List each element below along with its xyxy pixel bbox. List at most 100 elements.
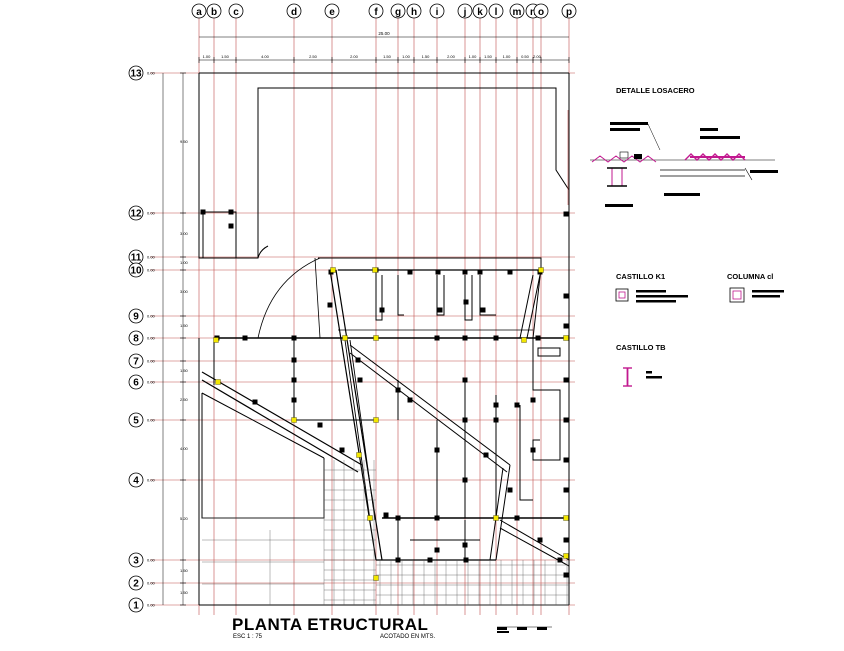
column-post xyxy=(434,547,440,553)
column-post xyxy=(563,417,569,423)
grid-label-a: a xyxy=(196,7,202,18)
column-post xyxy=(395,557,401,563)
grid-label-row-7: 7 xyxy=(133,357,139,368)
grid-label-n: n xyxy=(530,7,536,18)
grid-bubble-g xyxy=(390,3,406,19)
column-post xyxy=(535,335,541,341)
grid-label-h: h xyxy=(411,7,417,18)
grid-label-g: g xyxy=(395,7,401,18)
grid-bubble-row-4 xyxy=(128,472,144,488)
side-dimension: 3.00 xyxy=(180,289,189,294)
column-post xyxy=(557,557,563,563)
grid-bubble-row-12 xyxy=(128,205,144,221)
grid-bubble-b xyxy=(206,3,222,19)
top-dimension: 2.50 xyxy=(309,54,318,59)
column-post xyxy=(563,211,569,217)
grid-bubble-row-1 xyxy=(128,597,144,613)
grid-label-l: l xyxy=(495,7,498,18)
column-node xyxy=(563,553,569,559)
grid-label-o: o xyxy=(538,7,544,18)
column-post xyxy=(434,335,440,341)
grid-bubble-i xyxy=(429,3,445,19)
column-node xyxy=(372,267,378,273)
column-post xyxy=(355,357,361,363)
detalle-losacero xyxy=(567,110,778,207)
column-post xyxy=(339,447,345,453)
column-node xyxy=(342,335,348,341)
column-post xyxy=(563,487,569,493)
grid-label-b: b xyxy=(211,7,217,18)
column-post xyxy=(463,557,469,563)
grid-bubble-f xyxy=(368,3,384,19)
column-post xyxy=(200,209,206,215)
side-dimension: 3.00 xyxy=(180,231,189,236)
column-node xyxy=(538,267,544,273)
graphic-scale-bar xyxy=(497,626,552,633)
grid-label-i: i xyxy=(436,7,439,18)
column-post xyxy=(480,307,486,313)
grid-bubble-row-9 xyxy=(128,308,144,324)
column-post xyxy=(317,422,323,428)
grid-bubble-row-3 xyxy=(128,552,144,568)
column-post xyxy=(477,269,483,275)
grid-bubble-row-10 xyxy=(128,262,144,278)
columna-title: COLUMNA cl xyxy=(727,272,774,281)
side-dimension: 1.50 xyxy=(180,323,189,328)
column-node xyxy=(373,575,379,581)
column-node xyxy=(291,417,297,423)
column-post xyxy=(357,377,363,383)
column-node xyxy=(367,515,373,521)
column-node xyxy=(563,335,569,341)
structural-columns xyxy=(200,209,569,578)
row-level-label: 0.00 xyxy=(147,314,156,319)
column-post xyxy=(537,537,543,543)
row-level-label: 0.00 xyxy=(147,71,156,76)
axis-grid xyxy=(150,18,575,615)
castillo-tb-title: CASTILLO TB xyxy=(616,343,666,352)
grid-label-row-1: 1 xyxy=(133,601,139,612)
grid-bubble-row-13 xyxy=(128,65,144,81)
side-dimension: 1.50 xyxy=(180,368,189,373)
column-post xyxy=(228,223,234,229)
column-post xyxy=(514,515,520,521)
grid-label-row-13: 13 xyxy=(130,69,142,80)
column-post xyxy=(379,307,385,313)
column-node xyxy=(373,335,379,341)
floor-tile-pattern xyxy=(202,460,569,606)
column-post xyxy=(507,487,513,493)
column-post xyxy=(462,269,468,275)
column-post xyxy=(395,515,401,521)
column-post xyxy=(291,397,297,403)
grid-bubble-c xyxy=(228,3,244,19)
column-post xyxy=(563,457,569,463)
grid-label-row-2: 2 xyxy=(133,579,139,590)
castillo-k1-title: CASTILLO K1 xyxy=(616,272,666,281)
grid-label-e: e xyxy=(329,7,335,18)
column-post xyxy=(427,557,433,563)
column-post xyxy=(493,417,499,423)
column-post xyxy=(483,452,489,458)
drawing-units-note: ACOTADO EN MTS. xyxy=(380,634,436,640)
row-level-label: 0.00 xyxy=(147,255,156,260)
grid-label-row-6: 6 xyxy=(133,378,139,389)
grid-label-row-11: 11 xyxy=(131,253,142,264)
column-node xyxy=(213,337,219,343)
row-level-label: 0.00 xyxy=(147,418,156,423)
column-post xyxy=(383,512,389,518)
column-post xyxy=(462,335,468,341)
column-post xyxy=(563,293,569,299)
top-dimension: 1.00 xyxy=(503,54,512,59)
side-dimension: 9.50 xyxy=(180,139,189,144)
grid-bubble-p xyxy=(561,3,577,19)
grid-label-row-4: 4 xyxy=(133,476,139,487)
column-post xyxy=(228,209,234,215)
top-dimension: 2.00 xyxy=(447,54,456,59)
column-node xyxy=(563,515,569,521)
side-dimension: 1.50 xyxy=(180,590,189,595)
row-level-label: 0.00 xyxy=(147,336,156,341)
dimension-lines xyxy=(162,36,569,605)
grid-label-row-9: 9 xyxy=(133,312,139,323)
column-post xyxy=(435,269,441,275)
top-dimension: 1.00 xyxy=(402,54,411,59)
